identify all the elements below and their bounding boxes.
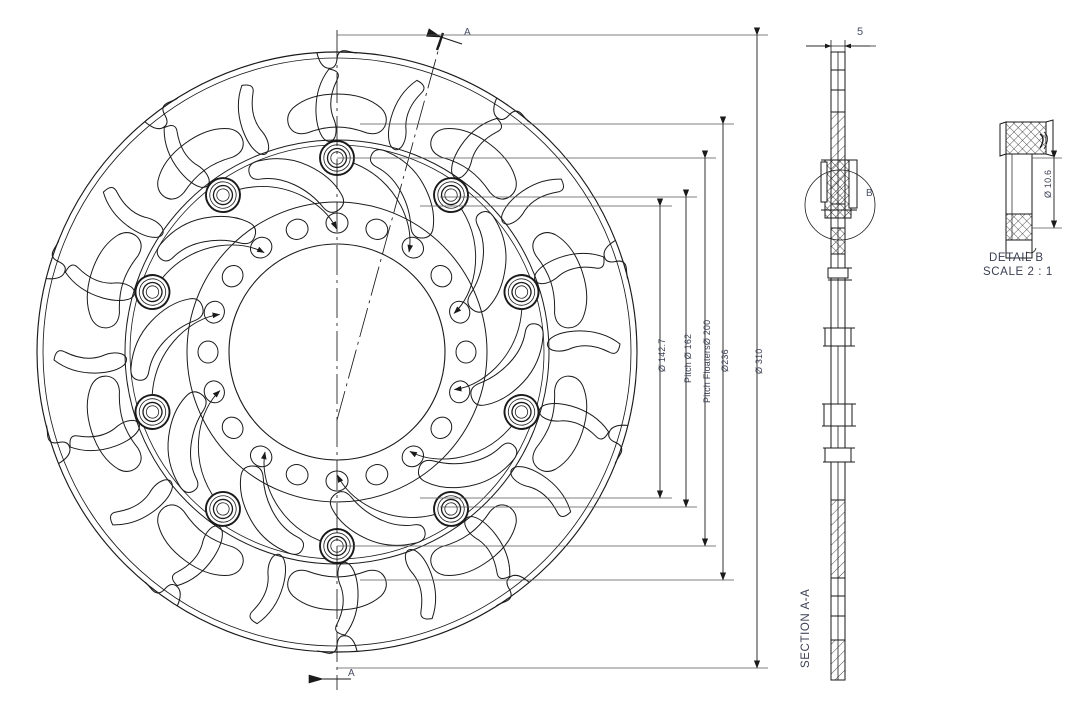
section-marker-top (426, 28, 463, 51)
detail-bubble-label: B (866, 188, 873, 199)
dim-label-310: Ø 310 (754, 348, 764, 374)
rim-notches (45, 50, 629, 654)
section-bobbin-5 (823, 447, 855, 463)
dim-310 (337, 27, 768, 669)
dim-label-162: Pitch Ø 162 (683, 333, 693, 383)
section-bobbin-4 (822, 403, 856, 427)
thickness-label: 5 (857, 26, 864, 38)
dim-label-236: Ø236 (720, 349, 730, 372)
dim-142 (420, 198, 672, 499)
detail-bore-label: Ø 10.6 (1043, 169, 1053, 198)
detail-view-b (999, 119, 1062, 259)
section-arrow-label-top: A (464, 27, 471, 38)
detail-scale: SCALE 2 : 1 (983, 266, 1053, 278)
section-arrow-label-bottom: A (348, 668, 355, 679)
section-cut-line (336, 32, 444, 421)
section-blade (830, 51, 846, 681)
section-bobbins (820, 159, 858, 463)
section-bobbin-2 (827, 267, 852, 281)
section-title: SECTION A-A (800, 588, 812, 668)
section-bobbin-3 (823, 327, 855, 347)
dim-236 (360, 116, 734, 581)
section-bobbin-upper (820, 159, 858, 219)
section-view (804, 40, 876, 681)
dim-200 (337, 150, 716, 547)
inner-curved-slots (130, 149, 544, 555)
dim-label-142: Ø 142.7 (657, 338, 667, 372)
dim-162 (440, 189, 697, 508)
dimension-stack (337, 27, 768, 669)
detail-bubble-b (804, 169, 876, 241)
dim-label-200: Pitch FloatersØ 200 (702, 319, 712, 403)
detail-bore-dimension (1032, 150, 1062, 229)
section-markers (308, 28, 463, 684)
front-view (36, 30, 638, 690)
section-bobbin-detail (830, 227, 846, 255)
detail-bobbin-geometry (999, 119, 1054, 259)
mid-band-vanes (86, 93, 588, 611)
detail-title: DETAIL B (989, 252, 1044, 264)
